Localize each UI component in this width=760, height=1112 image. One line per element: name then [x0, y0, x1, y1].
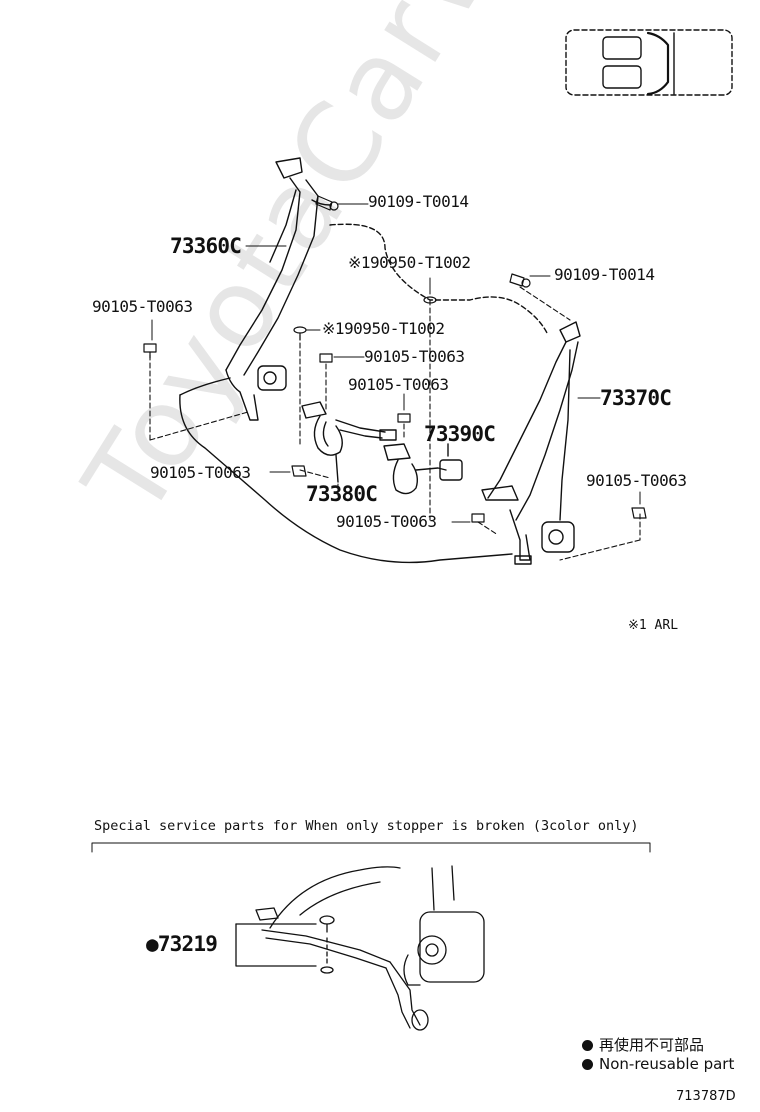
label-bolt-left-upper: 90105-T0063 [92, 297, 193, 316]
label-belt-left: 73360C [170, 234, 242, 258]
stopper-detail [235, 865, 485, 1031]
label-anchor-cover-2: ※190950-T1002 [322, 319, 445, 338]
label-buckle-center: 73390C [424, 422, 496, 446]
figure-id: 713787D [676, 1089, 736, 1104]
left-seat-belt-73360c [225, 157, 331, 421]
vehicle-location-icon [565, 29, 733, 96]
label-anchor-cover-1: ※190950-T1002 [348, 253, 471, 272]
buckle-73390c [383, 443, 463, 495]
special-parts-title: Special service parts for When only stop… [94, 818, 639, 834]
label-bolt-top-left: 90109-T0014 [368, 192, 469, 211]
legend-en: Non-reusable part [582, 1055, 734, 1073]
label-belt-right: 73370C [600, 386, 672, 410]
label-part-73219: ●73219 [146, 932, 218, 956]
leader-lines [149, 286, 641, 561]
label-leaders [151, 203, 641, 523]
label-bolt-center-lower: 90105-T0063 [336, 512, 437, 531]
legend-dot-icon [582, 1059, 593, 1070]
special-parts-bracket [91, 842, 651, 853]
label-bolt-right: 90105-T0063 [586, 471, 687, 490]
footnote: ※1 ARL [628, 618, 679, 633]
buckle-73380c [301, 401, 397, 483]
right-seat-belt-73370c [481, 321, 581, 565]
label-bolt-left-lower: 90105-T0063 [150, 463, 251, 482]
label-bolt-top-right: 90109-T0014 [554, 265, 655, 284]
label-bolt-center-upper: 90105-T0063 [364, 347, 465, 366]
label-buckle-left: 73380C [306, 482, 378, 506]
label-bolt-center-mid: 90105-T0063 [348, 375, 449, 394]
legend-dot-icon [582, 1040, 593, 1051]
legend-jp: 再使用不可部品 [582, 1034, 704, 1055]
